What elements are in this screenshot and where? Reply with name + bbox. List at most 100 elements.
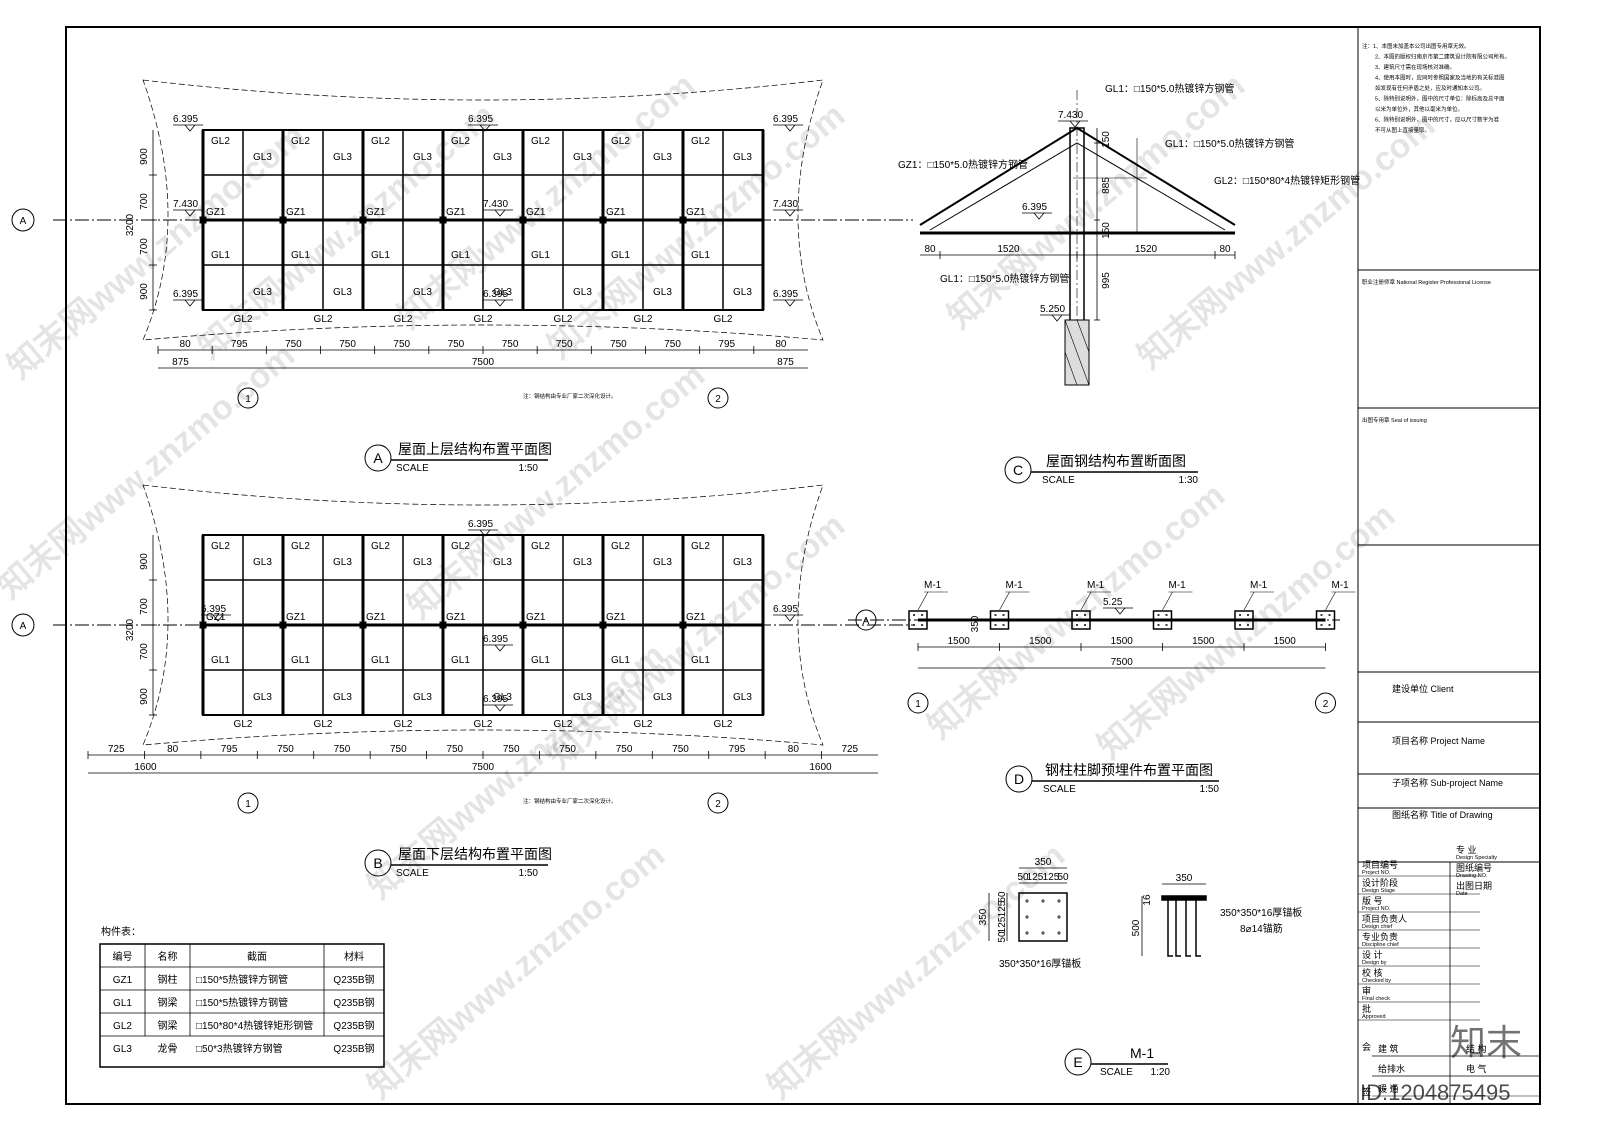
elevation-mark: 6.395 [173,114,198,125]
grid-label-gl3: GL3 [253,692,272,703]
embed-plate-m1 [1234,610,1254,630]
view-letter: E [1073,1054,1082,1070]
grid-label-gz1: GZ1 [526,207,546,218]
elevation-mark: 7.430 [483,199,508,210]
scale-value: 1:50 [519,463,539,474]
dim-bottom: 750 [277,744,294,755]
grid-label-gl1: GL1 [691,655,710,666]
drawing-title-label: 图纸名称 Title of Drawing [1392,809,1493,820]
axis-bubble-1 [237,792,259,814]
axis-label-a: A [20,621,27,632]
view-title-bubble [1004,456,1032,484]
grid-label-gl2: GL2 [634,314,653,325]
grid-label-gl2: GL2 [611,541,630,552]
embed-plate-m1 [908,610,928,630]
grid-label-gz1: GZ1 [606,612,626,623]
column-gz1 [679,621,687,629]
row-label-en: Project NO. [1362,906,1391,912]
grid-label-gz1: GZ1 [366,612,386,623]
dim-side-segment: 50 [997,931,1008,943]
grid-label-gl1: GL1 [531,655,550,666]
anchor-bar-mark [1057,899,1061,903]
note-line: 不可从图上直接量取。 [1375,126,1430,134]
seal-label: 出图专用章 Seal of issuing [1362,416,1427,424]
row-label-cn: 批 [1362,1003,1371,1014]
discipline-label: 建 筑 [1378,1043,1399,1054]
view-letter: A [373,450,383,466]
grid-label-gl3: GL3 [493,287,512,298]
dim-bottom: 750 [446,744,463,755]
anchor-bar-mark [1057,915,1061,919]
discipline-label: 暖 通 [1378,1083,1399,1094]
grid-label-gz1: GZ1 [686,207,706,218]
view-title: 钢柱柱脚预埋件布置平面图 [1045,762,1213,778]
grid-label-gz1: GZ1 [206,612,226,623]
table-cell: 钢梁 [158,996,178,1009]
elevation-symbol [1058,120,1088,128]
right-row-label-en: Drawing NO. [1456,873,1488,879]
grid-label-gl3: GL3 [413,692,432,703]
dim-left: 700 [139,238,150,255]
view-title: 屋面钢结构布置断面图 [1046,453,1186,469]
elevation-symbol [201,614,231,622]
grid-label-gl3: GL3 [733,692,752,703]
grid-label-gl1: GL1 [371,250,390,261]
elevation-mark: 5.25 [1103,597,1123,608]
dim-total: 875 [172,357,189,368]
view-title: 屋面上层结构布置平面图 [398,441,552,457]
plate-label: M-1 [1087,580,1105,591]
grid-label-gl1: GL1 [211,250,230,261]
dim-bottom: 80 [788,744,800,755]
axis-label-1: 1 [245,799,251,810]
plate-leader [1325,591,1336,611]
scale-label: SCALE [1042,475,1075,486]
elevation-mark: 7.430 [773,199,798,210]
row-label-en: Approved [1362,1014,1386,1020]
grid-label-gz1: GZ1 [606,207,626,218]
table-cell: Q235B钢 [333,996,374,1009]
anchor-bolts [1239,614,1249,626]
sign-label: 会 [1362,1041,1371,1052]
dim-total: 7500 [1111,657,1134,668]
dim-bottom: 725 [841,744,858,755]
grid-label-gl2: GL2 [451,136,470,147]
table-header: 编号 [113,950,133,963]
grid-label-gl2: GL2 [474,719,493,730]
plate-leader [999,591,1010,611]
title-block [1357,27,1540,1104]
dim-top-segment: 125 [1027,872,1044,883]
sheet-frame [65,26,1541,1105]
table-header: 材料 [344,950,364,963]
section-note: 350*350*16厚锚板 [1220,906,1302,919]
embed-plate-m1 [989,610,1010,630]
elevation-mark: 6.395 [483,634,508,645]
dim-bottom: 795 [231,339,248,350]
grid-label-gl3: GL3 [333,152,352,163]
scale-value: 1:50 [1200,784,1220,795]
table-cell: Q235B钢 [333,973,374,986]
grid-label-gz1: GZ1 [446,207,466,218]
drawing-note: 注：钢结构由专业厂家二次深化设计。 [523,797,617,805]
table-header: 截面 [247,950,267,963]
anchor-bar-section [1195,900,1201,957]
elevation-symbol [1022,212,1052,220]
table-header: 名称 [158,950,178,963]
axis-label-a: A [20,216,27,227]
anchor-bar-mark [1025,931,1029,935]
dim-horizontal: 1520 [997,244,1020,255]
grid-label-gl2: GL2 [714,314,733,325]
column-gz1 [599,621,607,629]
grid-label-gl3: GL3 [653,557,672,568]
dim-total: 1600 [809,762,832,773]
elevation-symbol [173,209,203,217]
section-label: GL1：□150*5.0热镀锌方钢管 [940,272,1069,285]
elevation-symbol [773,209,803,217]
grid-label-gl1: GL1 [291,655,310,666]
table-cell: □150*80*4热镀锌矩形钢管 [196,1019,313,1032]
axis-bubble-a [855,609,877,631]
plate-leader [1080,591,1092,611]
grid-label-gl1: GL1 [451,250,470,261]
grid-label-gl3: GL3 [573,557,592,568]
